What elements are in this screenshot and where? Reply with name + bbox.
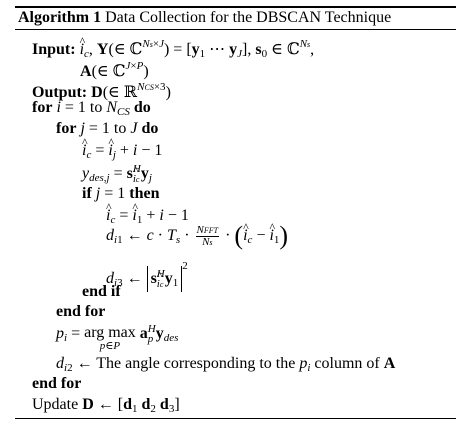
output-label: Output: <box>32 84 88 101</box>
kw-to: to <box>89 99 103 116</box>
kw-end-if: end if <box>82 283 121 300</box>
kw-end-for: end for <box>32 375 82 392</box>
kw-for: for <box>56 120 77 137</box>
for-i-line: for i = 1 to NCS do <box>32 99 151 118</box>
output-formula: D(∈ ℝNCS×3) <box>91 81 171 101</box>
input-line: Input: ic, Y(∈ ℂNs×J) = [y1 ⋯ yJ], s0 ∈ … <box>32 31 315 64</box>
ic-assign-line: ic = ij + i − 1 <box>82 132 162 165</box>
update-line: Update D ← [d1 d2 d3] <box>32 396 180 415</box>
header-rule <box>15 29 456 30</box>
output-line: Output: D(∈ ℝNCS×3) <box>32 77 171 103</box>
ic-assign-line-2: ic = i1 + i − 1 <box>106 197 189 230</box>
abs-value: sHicy1 <box>146 266 183 293</box>
angle-text: The angle corresponding to the <box>96 355 296 372</box>
update-text: Update <box>32 396 79 413</box>
kw-if: if <box>82 185 92 202</box>
if-line: if j = 1 then <box>82 185 160 202</box>
kw-to: to <box>113 120 127 137</box>
input-formula-2: A(∈ ℂJ×P) <box>80 60 149 80</box>
top-rule <box>15 6 456 8</box>
kw-for: for <box>32 99 53 116</box>
algorithm-title: Algorithm 1 Data Collection for the DBSC… <box>18 8 391 28</box>
ydes-line: ydes,j = sHicyj <box>82 164 152 188</box>
bottom-rule <box>15 418 456 419</box>
for-j-line: for j = 1 to J do <box>56 120 159 137</box>
kw-end-for: end for <box>56 303 106 320</box>
input-label: Input: <box>32 41 76 58</box>
di2-line: di2 ← The angle corresponding to the pi … <box>56 355 396 374</box>
algorithm-name: Data Collection for the DBSCAN Technique <box>105 9 392 26</box>
input-formula: ic, Y(∈ ℂNs×J) = [y1 ⋯ yJ], s0 ∈ ℂNs, <box>80 31 315 60</box>
input-line-2: A(∈ ℂJ×P) <box>80 56 149 82</box>
end-for-outer-line: end for <box>32 374 81 394</box>
end-if-line: end if <box>82 282 121 302</box>
kw-do: do <box>133 99 151 116</box>
algorithm-label: Algorithm 1 <box>18 9 102 26</box>
column-text: column of <box>314 355 380 372</box>
di3-line: di3 ← sHicy12 <box>106 256 188 293</box>
end-for-inner-line: end for <box>56 302 105 322</box>
kw-do: do <box>141 120 159 137</box>
